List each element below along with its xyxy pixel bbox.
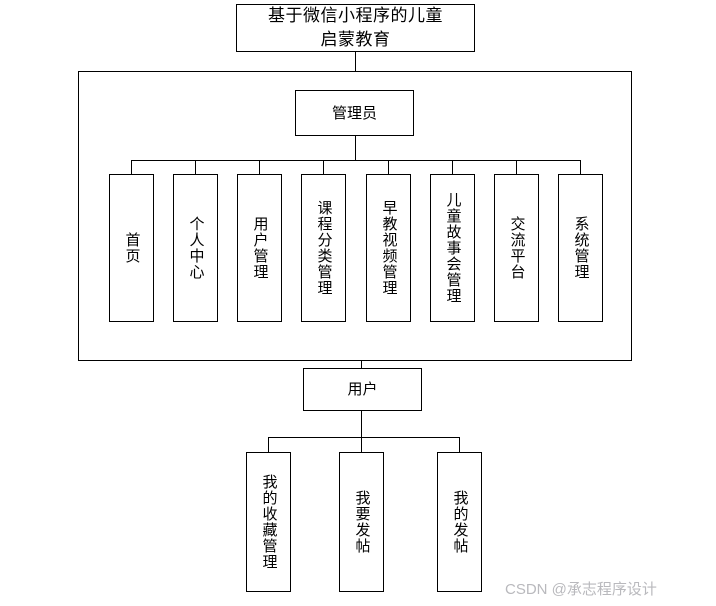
diagram-title-line1: 基于微信小程序的儿童 [268, 6, 443, 25]
node-admin-child-4: 早教视频管理 [366, 174, 411, 322]
diagram-title-box: 基于微信小程序的儿童 启蒙教育 [236, 4, 475, 52]
connector-admin-drop-8 [580, 160, 581, 174]
node-admin-child-7-label: 系统管理 [572, 216, 590, 280]
connector-admin-drop-7 [516, 160, 517, 174]
connector-title-to-frame [355, 52, 356, 71]
node-user: 用户 [303, 368, 422, 411]
node-admin-child-2: 用户管理 [237, 174, 282, 322]
node-admin: 管理员 [295, 90, 414, 136]
connector-admin-drop-6 [452, 160, 453, 174]
node-user-child-2: 我的发帖 [437, 452, 482, 592]
node-user-child-0-label: 我的收藏管理 [260, 474, 278, 570]
connector-user-bus [268, 437, 460, 438]
node-admin-child-3-label: 课程分类管理 [315, 200, 333, 296]
node-admin-child-4-label: 早教视频管理 [380, 200, 398, 296]
connector-admin-drop-4 [323, 160, 324, 174]
watermark-text: CSDN @承志程序设计 [505, 581, 657, 598]
node-user-child-1: 我要发帖 [339, 452, 384, 592]
diagram-title-line2: 启蒙教育 [320, 30, 391, 49]
node-user-child-1-label: 我要发帖 [353, 490, 371, 554]
connector-user-drop-1 [268, 437, 269, 452]
connector-admin-drop-3 [259, 160, 260, 174]
connector-admin-drop-1 [131, 160, 132, 174]
connector-admin-drop-2 [195, 160, 196, 174]
connector-admin-down [355, 136, 356, 160]
node-admin-child-2-label: 用户管理 [251, 216, 269, 280]
node-admin-child-6: 交流平台 [494, 174, 539, 322]
node-user-label: 用户 [347, 381, 378, 398]
connector-frame-to-user [361, 361, 362, 368]
connector-admin-bus [131, 160, 581, 161]
node-admin-label: 管理员 [331, 104, 377, 122]
node-user-child-0: 我的收藏管理 [246, 452, 291, 592]
node-admin-child-1-label: 个人中心 [187, 216, 205, 280]
node-user-child-2-label: 我的发帖 [451, 490, 469, 554]
connector-admin-drop-5 [388, 160, 389, 174]
node-admin-child-5-label: 儿童故事会管理 [444, 192, 462, 304]
node-admin-child-5: 儿童故事会管理 [430, 174, 475, 322]
node-admin-child-6-label: 交流平台 [508, 216, 526, 280]
node-admin-child-0-label: 首页 [123, 232, 141, 264]
connector-user-drop-3 [459, 437, 460, 452]
node-admin-child-7: 系统管理 [558, 174, 603, 322]
node-admin-child-0: 首页 [109, 174, 154, 322]
connector-user-down [361, 411, 362, 437]
node-admin-child-3: 课程分类管理 [301, 174, 346, 322]
node-admin-child-1: 个人中心 [173, 174, 218, 322]
connector-user-drop-2 [361, 437, 362, 452]
